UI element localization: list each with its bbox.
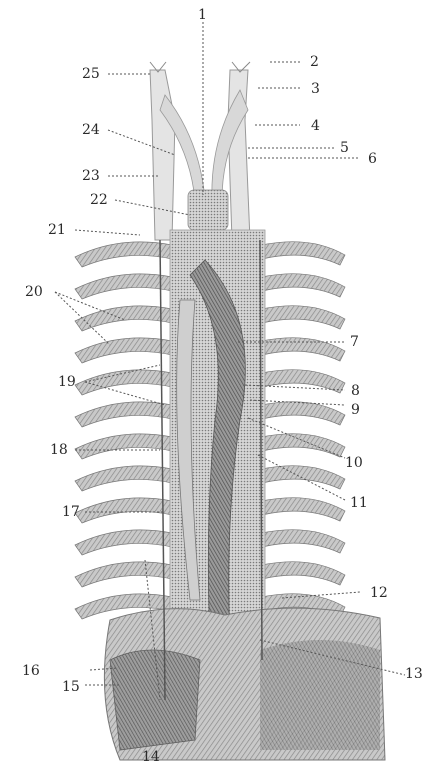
label-2: 2 xyxy=(310,55,319,69)
diaphragm xyxy=(104,608,385,760)
left-rib xyxy=(75,402,172,427)
right-rib xyxy=(262,466,345,489)
label-6: 6 xyxy=(368,152,377,166)
label-18: 18 xyxy=(50,443,68,457)
label-7: 7 xyxy=(350,335,359,349)
left-rib xyxy=(75,530,172,555)
right-rib xyxy=(262,338,345,361)
label-12: 12 xyxy=(370,586,388,600)
left-rib xyxy=(75,434,172,459)
label-11: 11 xyxy=(350,496,368,510)
label-5: 5 xyxy=(340,141,349,155)
label-4: 4 xyxy=(311,119,320,133)
label-10: 10 xyxy=(345,456,363,470)
label-23: 23 xyxy=(82,169,100,183)
left-rib xyxy=(75,562,172,587)
left-rib xyxy=(75,242,172,267)
label-15: 15 xyxy=(62,680,80,694)
right-rib xyxy=(262,434,345,457)
right-rib xyxy=(262,274,345,297)
left-rib xyxy=(75,306,172,331)
label-25: 25 xyxy=(82,67,100,81)
label-22: 22 xyxy=(90,193,108,207)
label-1: 1 xyxy=(198,8,207,22)
label-13: 13 xyxy=(405,667,423,681)
right-rib xyxy=(262,242,345,265)
label-21: 21 xyxy=(48,223,66,237)
label-20: 20 xyxy=(25,285,43,299)
left-rib xyxy=(75,466,172,491)
label-17: 17 xyxy=(62,505,80,519)
left-rib xyxy=(75,370,172,395)
label-3: 3 xyxy=(311,82,320,96)
label-8: 8 xyxy=(351,384,360,398)
left-rib xyxy=(75,274,172,299)
right-rib xyxy=(262,402,345,425)
left-rib xyxy=(75,338,172,363)
right-rib xyxy=(262,530,345,553)
right-rib xyxy=(262,306,345,329)
right-rib xyxy=(262,562,345,585)
right-rib xyxy=(262,370,345,393)
label-16: 16 xyxy=(22,664,40,678)
left-rib xyxy=(75,498,172,523)
label-9: 9 xyxy=(351,403,360,417)
label-24: 24 xyxy=(82,123,100,137)
label-19: 19 xyxy=(58,375,76,389)
right-rib xyxy=(262,498,345,521)
label-14: 14 xyxy=(142,750,160,764)
